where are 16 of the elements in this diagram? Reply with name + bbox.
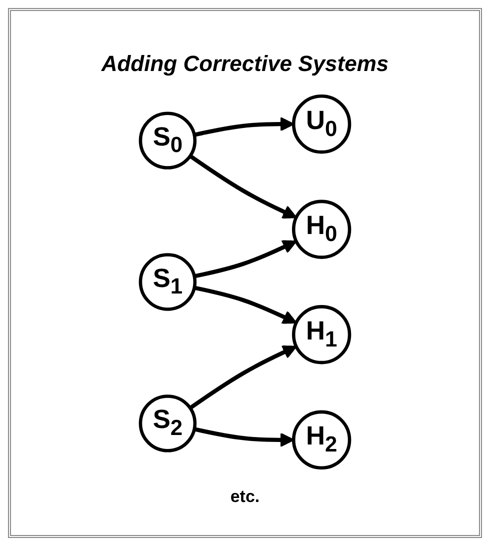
node-circle bbox=[292, 200, 352, 259]
arrow bbox=[194, 240, 297, 278]
node-circle bbox=[292, 410, 352, 470]
node-circle bbox=[138, 394, 197, 452]
arrow bbox=[188, 154, 297, 219]
node-circle bbox=[138, 253, 197, 311]
diagram-frame: Adding Corrective Systems U$_{0}$ S$_{0}$ H$_{0}$ S$_{1}$ H$_{1}$ S$_{2}$ H$_{2}$ etc. bbox=[8, 8, 482, 538]
node-circle bbox=[292, 94, 352, 154]
node-circle bbox=[292, 305, 352, 364]
arrow bbox=[194, 116, 294, 137]
note-text: etc. bbox=[230, 487, 260, 507]
arrow bbox=[194, 427, 294, 448]
title: Adding Corrective Systems bbox=[101, 51, 389, 77]
arrow bbox=[194, 286, 297, 324]
node-circle bbox=[138, 112, 197, 170]
arrow bbox=[188, 345, 297, 410]
